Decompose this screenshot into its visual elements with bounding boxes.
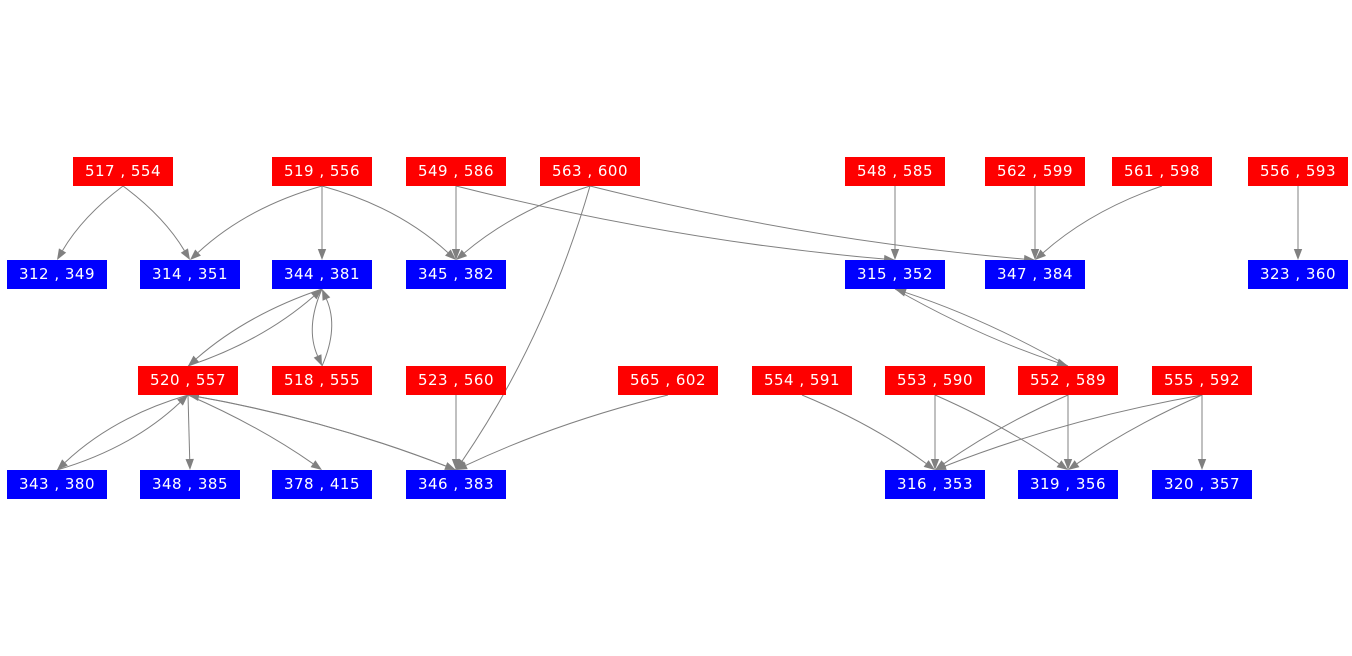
graph-node[interactable]: 556 , 593	[1248, 157, 1348, 186]
graph-edge-arrowhead	[456, 458, 466, 470]
graph-edge-arrowhead	[1056, 460, 1068, 470]
graph-edge	[187, 295, 315, 367]
graph-edge-arrowhead	[451, 249, 461, 260]
graph-edge-arrowhead	[310, 460, 322, 470]
graph-edge-arrowhead	[1197, 459, 1207, 470]
graph-node[interactable]: 554 , 591	[752, 366, 852, 395]
graph-edge-arrowhead	[57, 248, 67, 260]
graph-edge	[945, 394, 1203, 467]
graph-edge	[455, 185, 885, 260]
graph-edge-arrowhead	[1030, 249, 1040, 260]
graph-edge-arrowhead	[444, 462, 456, 470]
graph-node[interactable]: 565 , 602	[618, 366, 718, 395]
graph-edge	[311, 288, 323, 357]
graph-edge-arrowhead	[190, 249, 201, 260]
graph-node[interactable]: 314 , 351	[140, 260, 240, 289]
graph-edge	[461, 185, 591, 462]
graph-edge-arrowhead	[923, 460, 935, 470]
graph-edge	[321, 298, 333, 367]
graph-edge	[905, 291, 1069, 367]
graph-edge-arrowhead	[890, 249, 900, 260]
graph-node[interactable]: 315 , 352	[845, 260, 945, 289]
graph-edge-arrowhead	[935, 462, 947, 470]
graph-edge	[62, 185, 124, 251]
graph-edge	[187, 394, 191, 460]
graph-edge	[801, 394, 927, 464]
graph-node[interactable]: 517 , 554	[73, 157, 173, 186]
graph-edge-arrowhead	[57, 459, 68, 470]
graph-edge	[934, 394, 1060, 465]
graph-node[interactable]: 346 , 383	[406, 470, 506, 499]
graph-edge	[943, 394, 1069, 465]
graph-edge	[198, 396, 457, 471]
graph-edge-arrowhead	[177, 395, 188, 406]
graph-node[interactable]: 312 , 349	[7, 260, 107, 289]
graph-edge	[894, 288, 1058, 364]
graph-edge-arrowhead	[1293, 249, 1303, 260]
graph-edge	[465, 394, 669, 466]
graph-edge	[195, 288, 323, 360]
graph-node[interactable]: 548 , 585	[845, 157, 945, 186]
graph-node[interactable]: 553 , 590	[885, 366, 985, 395]
graph-edge	[197, 185, 323, 253]
graph-edge-arrowhead	[185, 458, 194, 470]
graph-edge	[187, 394, 446, 467]
graph-node[interactable]: 518 , 555	[272, 366, 372, 395]
graph-edge-arrowhead	[313, 354, 322, 366]
graph-node[interactable]: 320 , 357	[1152, 470, 1252, 499]
graph-edge-arrowhead	[310, 289, 322, 300]
graph-node[interactable]: 519 , 556	[272, 157, 372, 186]
graph-edge-arrowhead	[445, 249, 456, 260]
graph-node[interactable]: 348 , 385	[140, 470, 240, 499]
graph-node[interactable]: 552 , 589	[1018, 366, 1118, 395]
graph-edge-arrowhead	[180, 248, 190, 260]
graph-node[interactable]: 319 , 356	[1018, 470, 1118, 499]
graph-node[interactable]: 316 , 353	[885, 470, 985, 499]
graph-edge-arrowhead	[456, 461, 468, 470]
graph-edge-arrowhead	[456, 249, 468, 260]
graph-edge-arrowhead	[1068, 460, 1080, 470]
graph-node[interactable]: 561 , 598	[1112, 157, 1212, 186]
graph-node[interactable]: 323 , 360	[1248, 260, 1348, 289]
graph-edge-arrowhead	[1035, 249, 1047, 260]
graph-node[interactable]: 523 , 560	[406, 366, 506, 395]
graph-edge-arrowhead	[895, 288, 907, 297]
graph-edge-arrowhead	[1063, 459, 1073, 470]
graph-node[interactable]: 520 , 557	[138, 366, 238, 395]
graph-node[interactable]: 344 , 381	[272, 260, 372, 289]
graph-node[interactable]: 549 , 586	[406, 157, 506, 186]
graph-edge	[1076, 394, 1203, 465]
graph-edge	[64, 394, 189, 463]
graph-edge-arrowhead	[188, 355, 200, 366]
graph-node[interactable]: 343 , 380	[7, 470, 107, 499]
graph-edge	[56, 402, 181, 471]
graph-edge	[321, 185, 449, 253]
graph-edge-arrowhead	[930, 459, 940, 470]
graph-edge	[187, 394, 314, 465]
graph-edge	[1042, 185, 1163, 254]
graph-edge-arrowhead	[935, 460, 947, 470]
graph-edge	[589, 185, 1025, 260]
graph-node[interactable]: 562 , 599	[985, 157, 1085, 186]
graph-edge-arrowhead	[317, 249, 327, 260]
graph-edge-arrowhead	[451, 459, 461, 470]
graph-node[interactable]: 555 , 592	[1152, 366, 1252, 395]
graph-edge	[122, 185, 185, 251]
graph-edge	[464, 185, 591, 254]
graph-node[interactable]: 345 , 382	[406, 260, 506, 289]
graph-node[interactable]: 378 , 415	[272, 470, 372, 499]
graph-edge-arrowhead	[322, 289, 331, 301]
graph-node[interactable]: 563 , 600	[540, 157, 640, 186]
graph-node[interactable]: 347 , 384	[985, 260, 1085, 289]
